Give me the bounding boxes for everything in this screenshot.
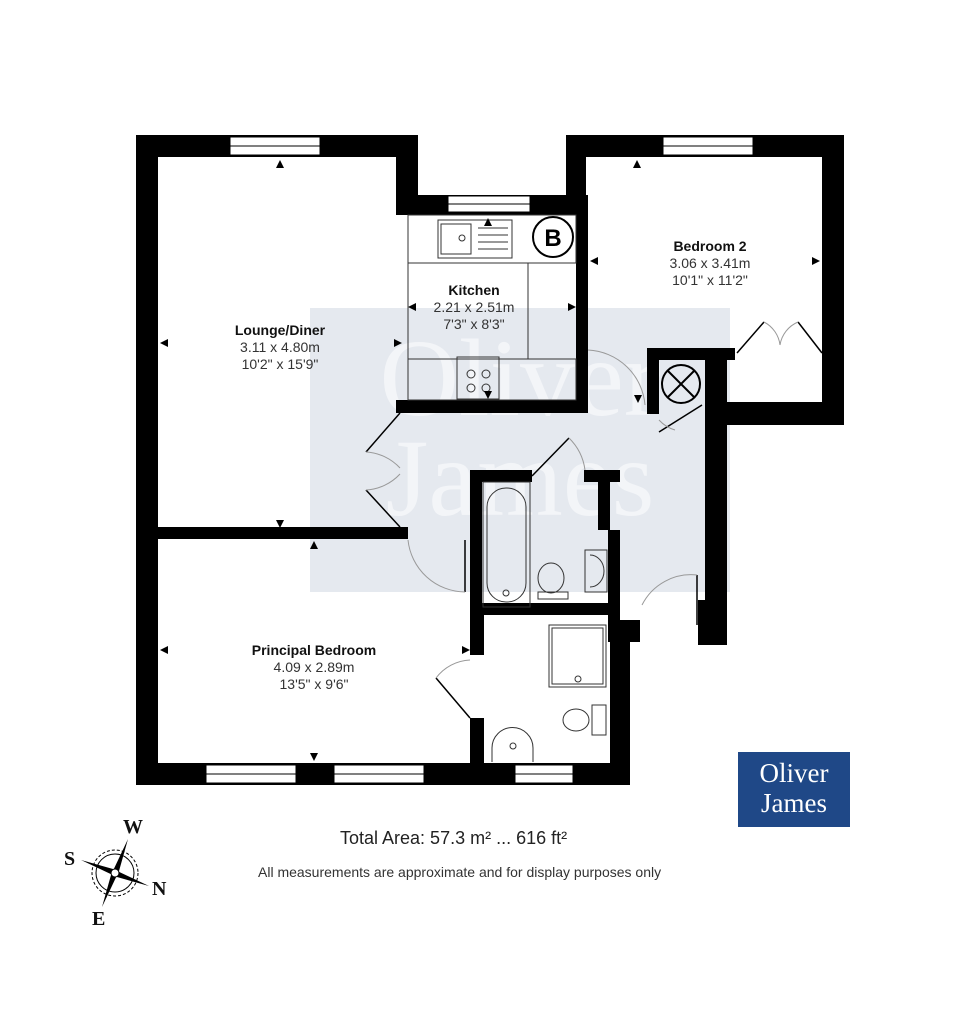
room-label-principal-bedroom: Principal Bedroom 4.09 x 2.89m 13'5" x 9… <box>252 642 376 692</box>
agency-logo: Oliver James <box>738 752 850 827</box>
room-name: Bedroom 2 <box>673 238 747 254</box>
bathroom-fixtures <box>482 481 608 762</box>
room-label-lounge-diner: Lounge/Diner 3.11 x 4.80m 10'2" x 15'9" <box>235 322 325 372</box>
walls <box>136 135 844 785</box>
room-metric: 4.09 x 2.89m <box>273 658 355 675</box>
room-imperial: 7'3" x 8'3" <box>443 315 505 332</box>
room-imperial: 10'1" x 11'2" <box>672 271 748 288</box>
compass-icon <box>81 839 149 907</box>
kitchen-units <box>407 214 577 401</box>
logo-line2: James <box>761 788 827 818</box>
compass-north-label: N <box>152 878 167 900</box>
room-label-kitchen: Kitchen 2.21 x 2.51m 7'3" x 8'3" <box>434 282 515 332</box>
room-imperial: 10'2" x 15'9" <box>241 355 319 372</box>
cylinder-icon <box>661 364 701 404</box>
doors <box>365 321 823 719</box>
room-metric: 3.06 x 3.41m <box>669 254 751 271</box>
windows <box>205 136 754 784</box>
compass-south-label: S <box>64 848 76 870</box>
room-name: Kitchen <box>448 282 500 298</box>
room-metric: 2.21 x 2.51m <box>433 298 515 315</box>
total-area: Total Area: 57.3 m² ... 616 ft² <box>340 828 568 848</box>
svg-text:B: B <box>544 225 561 252</box>
dimension-arrows <box>160 160 820 761</box>
door-swings <box>365 321 799 679</box>
compass-east-label: E <box>92 908 106 930</box>
room-name: Principal Bedroom <box>251 642 377 658</box>
room-name: Lounge/Diner <box>234 322 326 338</box>
disclaimer: All measurements are approximate and for… <box>258 864 662 880</box>
boiler-icon: B <box>532 216 574 258</box>
room-imperial: 13'5" x 9'6" <box>279 675 349 692</box>
room-metric: 3.11 x 4.80m <box>240 338 320 355</box>
room-label-bedroom-2: Bedroom 2 3.06 x 3.41m 10'1" x 11'2" <box>670 238 751 288</box>
logo-line1: Oliver <box>759 758 829 788</box>
compass-west-label: W <box>123 816 143 838</box>
